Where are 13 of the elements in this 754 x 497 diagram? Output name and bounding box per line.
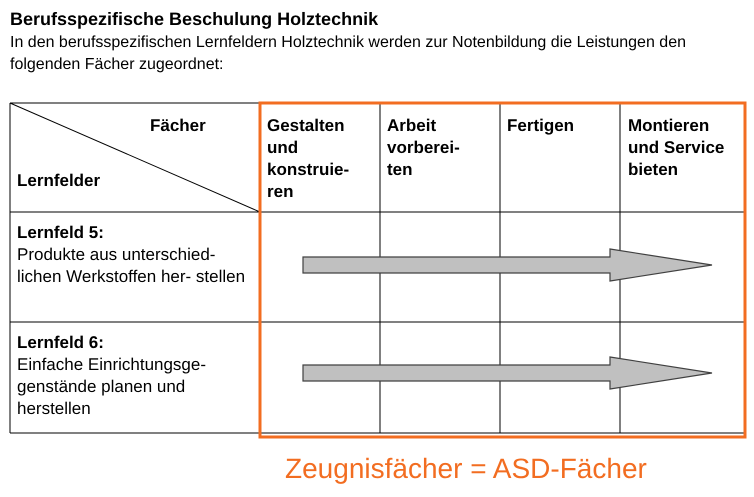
row-heading: Lernfeld 6: [17, 332, 104, 354]
row-heading: Lernfeld 5: [17, 222, 104, 244]
row-description: Einfache Einrichtungsge- genstände planen und herstellen [17, 354, 208, 420]
row-description: Produkte aus unterschied- lichen Werkstoffen her- stellen [17, 244, 246, 288]
note-text: Zeugnisfächer = ASD-Fächer [285, 452, 647, 486]
title: Berufsspezifische Beschulung Holztechnik [10, 8, 380, 30]
column-heading: Montieren und Service bieten [628, 115, 726, 181]
column-heading: Fertigen [507, 115, 576, 137]
column-heading: Arbeit vorberei- ten [387, 115, 461, 181]
column-heading: Gestalten und konstruie- ren [267, 115, 350, 203]
column-heading: Fächer [150, 115, 206, 137]
row-heading: Lernfelder [17, 170, 100, 192]
intro-text: In den berufsspezifischen Lernfeldern Holztechnik werden zur Notenbildung die Leistungen den folgenden Fächer zugeordnet: [10, 33, 687, 75]
